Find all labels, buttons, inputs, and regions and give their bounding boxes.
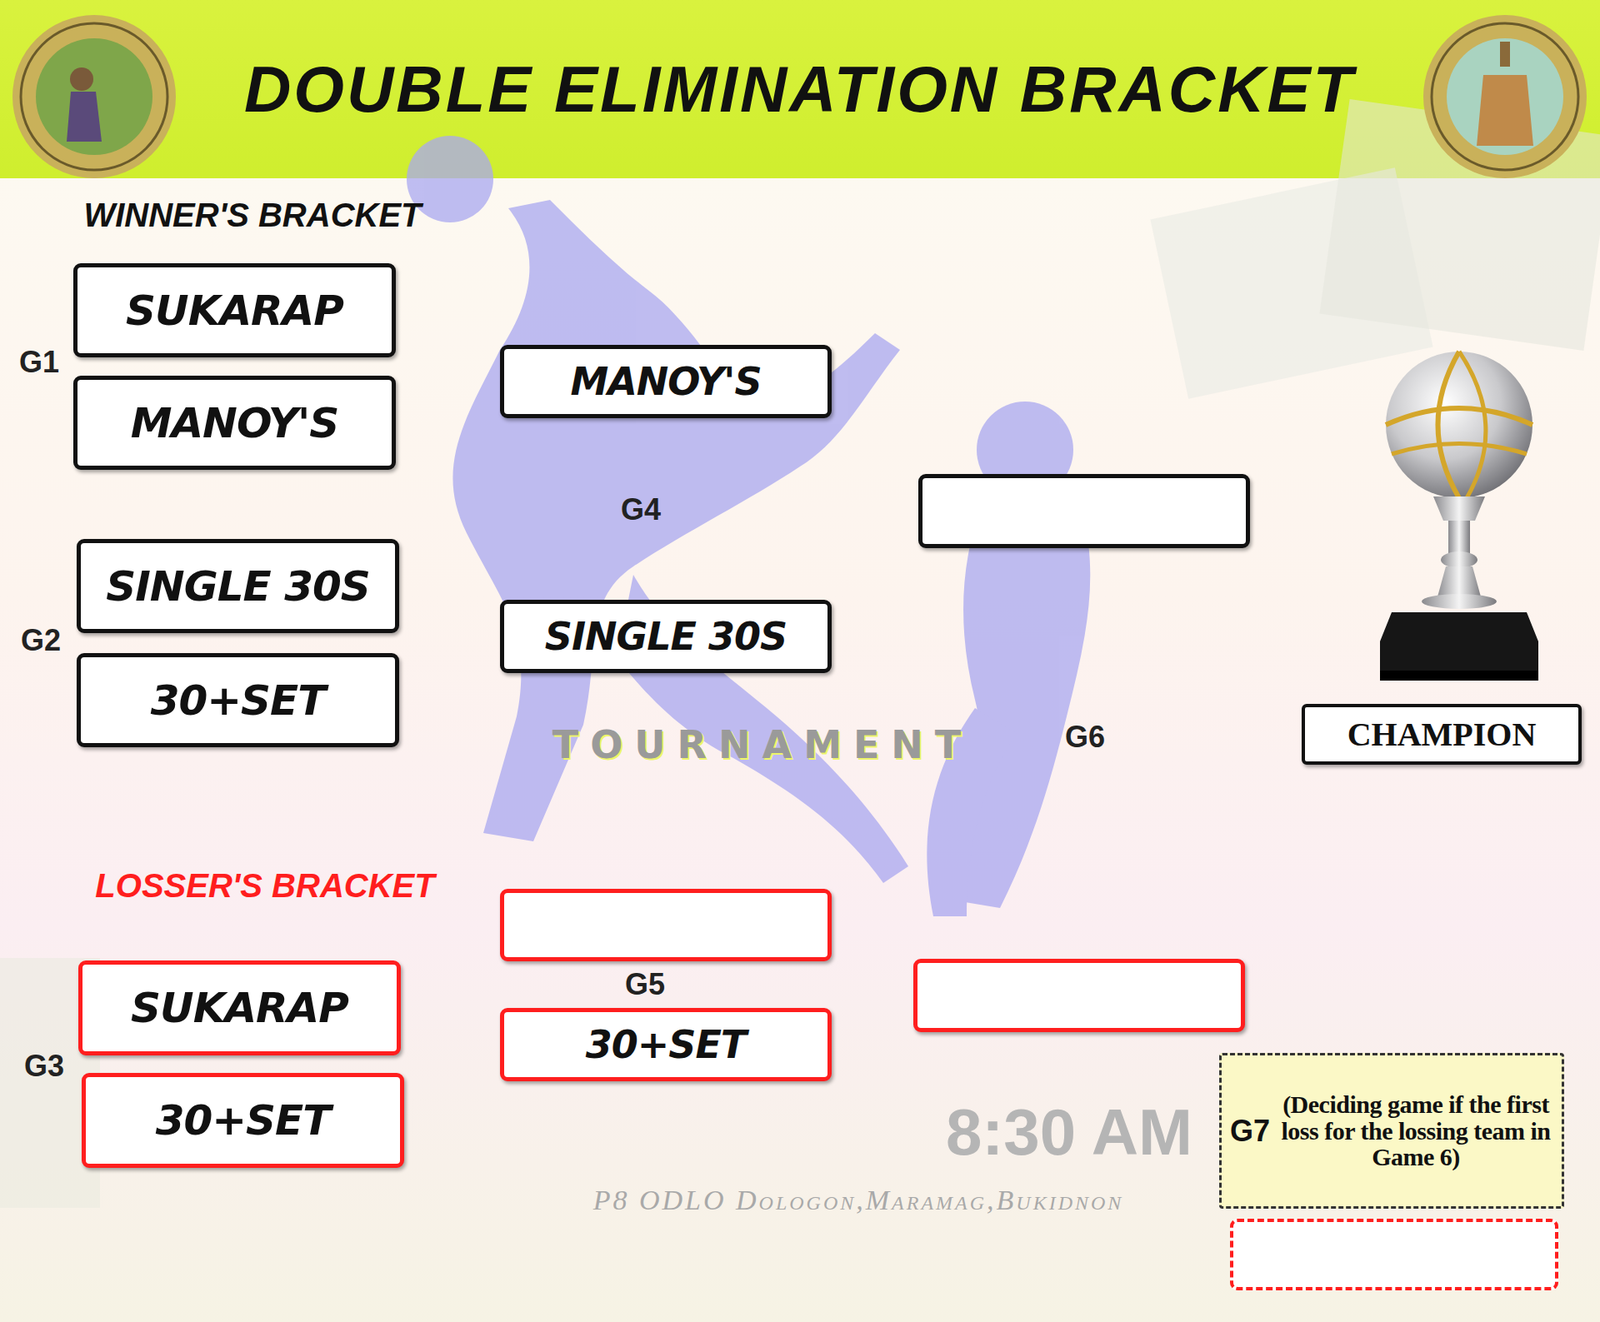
team-name: SUKARAP: [130, 984, 349, 1033]
note-text: (Deciding game if the first loss for the…: [1278, 1091, 1554, 1171]
game-number: G2: [20, 623, 61, 659]
section-heading: WINNER'S BRACKET: [83, 196, 421, 235]
team-name: SUKARAP: [125, 286, 344, 335]
team-name: 30+SET: [150, 676, 326, 725]
game-number: G1: [19, 345, 60, 380]
watermark-time: 8:30 AM: [945, 1095, 1193, 1171]
team-box: 30+SET: [76, 653, 400, 748]
champion-box: CHAMPION: [1301, 704, 1582, 765]
team-name: CHAMPION: [1347, 715, 1537, 755]
game-number: G7: [1230, 1114, 1270, 1150]
team-box: MANOY'S: [500, 345, 832, 419]
team-name: SINGLE 30S: [545, 614, 787, 660]
watermark-text: TOURNAMENT: [552, 722, 973, 768]
game-number: G6: [1065, 720, 1105, 755]
game-number: G3: [24, 1049, 65, 1085]
team-name: MANOY'S: [570, 359, 761, 405]
team-name: MANOY'S: [130, 399, 340, 448]
page-title: DOUBLE ELIMINATION BRACKET: [244, 51, 1355, 128]
team-box: SUKARAP: [73, 263, 396, 358]
team-box: SUKARAP: [78, 960, 401, 1056]
team-box: SINGLE 30S: [76, 539, 400, 634]
empty-slot: [500, 889, 832, 962]
watermark-venue: P8 ODLO Dologon,Maramag,Bukidnon: [593, 1185, 1125, 1217]
section-heading: LOSSER'S BRACKET: [95, 867, 435, 905]
game-number: G5: [625, 967, 665, 1003]
team-name: 30+SET: [585, 1022, 747, 1068]
team-box: 30+SET: [81, 1073, 405, 1169]
team-box: MANOY'S: [73, 375, 396, 470]
note-box: G7(Deciding game if the first loss for t…: [1219, 1053, 1565, 1210]
team-box: SINGLE 30S: [500, 600, 832, 674]
team-box: 30+SET: [500, 1008, 832, 1082]
game-number: G4: [620, 492, 661, 528]
team-name: 30+SET: [155, 1096, 331, 1145]
team-name: SINGLE 30S: [105, 562, 370, 611]
empty-slot: [1230, 1219, 1559, 1291]
empty-slot: [918, 474, 1250, 549]
empty-slot: [913, 959, 1245, 1033]
